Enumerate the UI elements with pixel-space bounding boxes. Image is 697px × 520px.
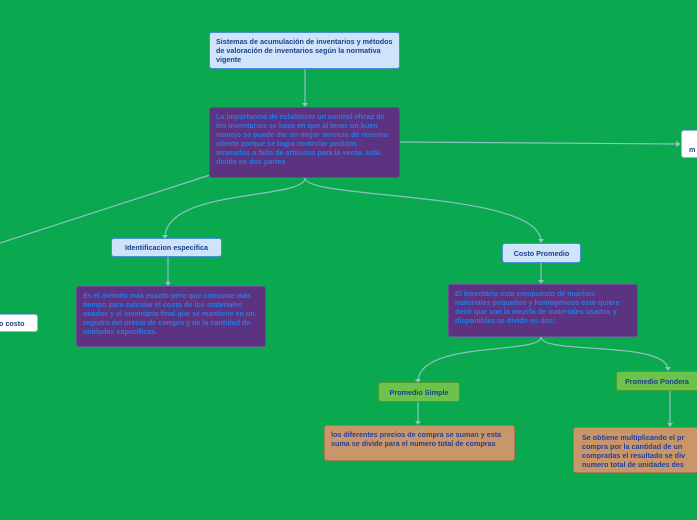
arrowhead-right xyxy=(676,141,681,147)
right-edge-topic[interactable]: m ex xyxy=(681,130,697,158)
identificacion-topic-text: Identificacion especifica xyxy=(124,243,209,252)
arrowhead-simple xyxy=(415,379,421,383)
promedio-ponderado-desc-text: Se obtiene multiplicando el pr compra po… xyxy=(582,433,686,469)
arrowhead-importance xyxy=(302,103,308,107)
arrowhead-simple-desc xyxy=(415,421,421,425)
identificacion-topic[interactable]: Identificacion especifica xyxy=(111,238,222,257)
identificacion-desc-text: Es el método más exacto pero que consume… xyxy=(83,291,255,336)
promedio-simple-topic-text: Promedio Simple xyxy=(389,388,449,397)
costo-promedio-topic-text: Costo Promedio xyxy=(513,249,570,258)
costo-promedio-desc-text: El inventario esta compuesto de muchos m… xyxy=(455,289,620,325)
promedio-ponderado-topic[interactable]: Promedio Pondera xyxy=(616,371,697,391)
promedio-simple-desc[interactable]: los diferentes precios de compra se suma… xyxy=(324,425,515,461)
arrowhead-identificacion-desc xyxy=(165,282,171,286)
arrowhead-costo xyxy=(538,239,544,243)
left-edge-topic[interactable]: o costo xyxy=(0,314,38,332)
left-edge-topic-text: o costo xyxy=(0,319,25,328)
arrowhead-ponderado xyxy=(665,367,671,371)
root-topic-text: Sistemas de acumulación de inventarios y… xyxy=(216,37,393,64)
importance-topic-text: La importancia de establecer un control … xyxy=(216,112,388,166)
promedio-simple-topic[interactable]: Promedio Simple xyxy=(378,382,460,402)
link-importance-left xyxy=(0,174,211,244)
costo-promedio-desc[interactable]: El inventario esta compuesto de muchos m… xyxy=(448,284,638,337)
promedio-ponderado-desc[interactable]: Se obtiene multiplicando el pr compra po… xyxy=(573,427,697,473)
right-edge-topic-text: m ex xyxy=(689,145,697,157)
link-costo-ponderado xyxy=(540,336,669,371)
costo-promedio-topic[interactable]: Costo Promedio xyxy=(502,243,581,263)
link-importance-costo xyxy=(304,177,542,243)
importance-topic[interactable]: La importancia de establecer un control … xyxy=(209,107,400,178)
link-costo-simple xyxy=(417,336,542,383)
promedio-simple-desc-text: los diferentes precios de compra se suma… xyxy=(331,430,502,448)
link-importance-right xyxy=(399,141,681,145)
promedio-ponderado-topic-text: Promedio Pondera xyxy=(625,377,689,386)
link-importance-identificacion xyxy=(164,177,306,239)
identificacion-desc[interactable]: Es el método más exacto pero que consume… xyxy=(76,286,266,347)
arrowhead-ponderado-desc xyxy=(667,423,673,427)
arrowhead-identificacion xyxy=(162,235,168,239)
arrowhead-costo-desc xyxy=(538,280,544,284)
root-topic[interactable]: Sistemas de acumulación de inventarios y… xyxy=(209,32,400,69)
